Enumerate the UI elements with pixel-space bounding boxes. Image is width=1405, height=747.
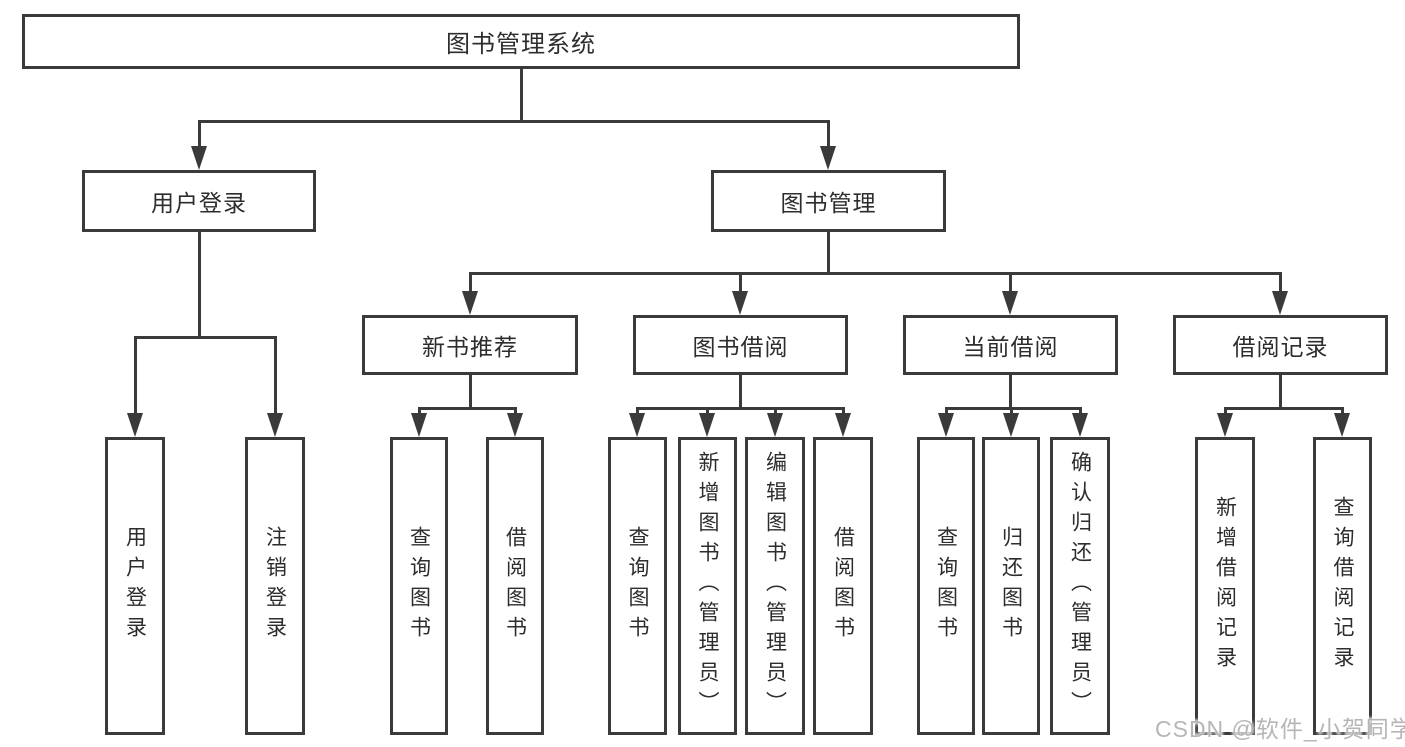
leaf-cb-return-books: 归还图书	[982, 437, 1040, 735]
connector-stem	[1008, 375, 1012, 407]
leaf-cb-confirm-return-admin: 确认归还（管理员）	[1050, 437, 1110, 735]
arrowhead-down-icon	[1217, 413, 1233, 437]
node-label: 查询图书	[626, 526, 649, 646]
leaf-nbr-query-books: 查询图书	[390, 437, 448, 735]
node-new-book-recommend: 新书推荐	[362, 315, 578, 375]
node-label: 用户登录	[151, 190, 247, 216]
connector-drop	[1278, 272, 1282, 303]
arrowhead-down-icon	[835, 413, 851, 437]
node-borrowing-records: 借阅记录	[1173, 315, 1388, 375]
connector-drop	[133, 336, 137, 425]
arrowhead-down-icon	[767, 413, 783, 437]
connector-bar	[1223, 407, 1344, 410]
node-label: 图书管理系统	[446, 31, 596, 58]
arrowhead-down-icon	[938, 413, 954, 437]
arrowhead-down-icon	[699, 413, 715, 437]
node-label: 注销登录	[263, 526, 287, 646]
leaf-logout: 注销登录	[245, 437, 305, 735]
node-label: 图书借阅	[692, 334, 789, 360]
leaf-bb-borrow-books: 借阅图书	[813, 437, 873, 735]
connector-stem	[519, 69, 523, 120]
node-label: 查询借阅记录	[1331, 496, 1354, 676]
connector-stem	[826, 232, 830, 272]
arrowhead-down-icon	[191, 146, 207, 170]
node-label: 查询图书	[934, 526, 958, 646]
node-library-management-system: 图书管理系统	[22, 14, 1020, 69]
node-user-login: 用户登录	[82, 170, 316, 232]
connector-drop	[738, 272, 742, 303]
connector-drop	[1008, 272, 1012, 303]
leaf-br-add-record: 新增借阅记录	[1195, 437, 1255, 735]
leaf-cb-query-books: 查询图书	[917, 437, 975, 735]
arrowhead-down-icon	[732, 291, 748, 315]
node-label: 图书管理	[780, 190, 877, 216]
arrowhead-down-icon	[267, 413, 283, 437]
arrowhead-down-icon	[1002, 291, 1018, 315]
leaf-bb-query-books: 查询图书	[608, 437, 667, 735]
arrowhead-down-icon	[1334, 413, 1350, 437]
node-label: 借阅记录	[1232, 334, 1329, 360]
leaf-br-query-record: 查询借阅记录	[1313, 437, 1372, 735]
arrowhead-down-icon	[820, 146, 836, 170]
connector-drop	[468, 272, 472, 303]
connector-drop	[197, 120, 201, 158]
leaf-nbr-borrow-books: 借阅图书	[486, 437, 544, 735]
node-label: 新增借阅记录	[1213, 496, 1237, 676]
connector-bar	[417, 407, 517, 410]
arrowhead-down-icon	[507, 413, 523, 437]
arrowhead-down-icon	[1072, 413, 1088, 437]
connector-bar	[944, 407, 1082, 410]
connector-bar	[635, 407, 845, 410]
arrowhead-down-icon	[462, 291, 478, 315]
node-label: 当前借阅	[962, 334, 1059, 360]
connector-drop	[826, 120, 830, 158]
leaf-bb-edit-books-admin: 编辑图书（管理员）	[745, 437, 805, 735]
arrowhead-down-icon	[1003, 413, 1019, 437]
connector-bar	[197, 120, 830, 123]
leaf-bb-add-books-admin: 新增图书（管理员）	[678, 437, 737, 735]
arrowhead-down-icon	[411, 413, 427, 437]
node-book-borrowing: 图书借阅	[633, 315, 848, 375]
connector-stem	[197, 232, 201, 336]
connector-bar	[468, 272, 1282, 275]
arrowhead-down-icon	[1272, 291, 1288, 315]
connector-stem	[468, 375, 472, 407]
node-label: 归还图书	[999, 526, 1023, 646]
node-current-borrowing: 当前借阅	[903, 315, 1118, 375]
connector-stem	[738, 375, 742, 407]
node-label: 借阅图书	[503, 526, 527, 646]
node-label: 查询图书	[407, 526, 431, 646]
node-label: 借阅图书	[831, 526, 855, 646]
arrowhead-down-icon	[127, 413, 143, 437]
node-book-management: 图书管理	[711, 170, 946, 232]
connector-drop	[273, 336, 277, 425]
node-label: 确认归还（管理员）	[1068, 451, 1092, 721]
node-label: 编辑图书（管理员）	[763, 451, 787, 721]
connector-bar	[133, 336, 277, 339]
connector-stem	[1278, 375, 1282, 407]
leaf-user-login: 用户登录	[105, 437, 165, 735]
node-label: 新书推荐	[422, 334, 518, 360]
node-label: 新增图书（管理员）	[696, 451, 719, 721]
node-label: 用户登录	[123, 526, 147, 646]
watermark: CSDN @软件_小贺同学	[1155, 716, 1405, 742]
arrowhead-down-icon	[629, 413, 645, 437]
